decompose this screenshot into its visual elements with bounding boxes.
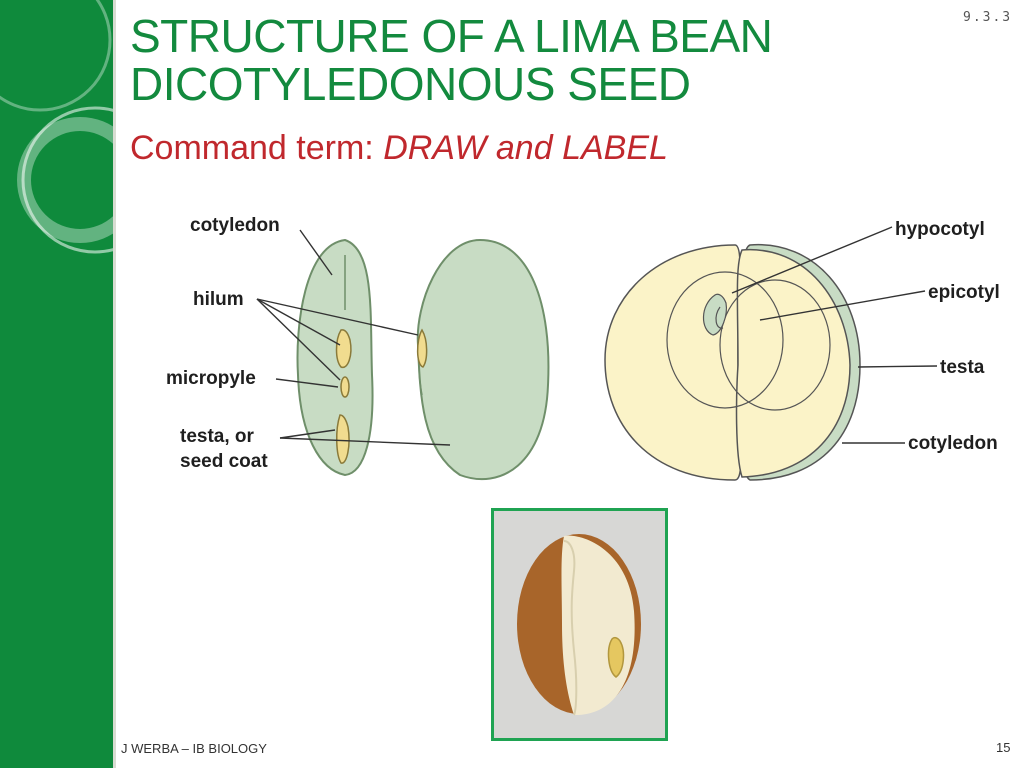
slide-title: STRUCTURE OF A LIMA BEAN DICOTYLEDONOUS …	[130, 10, 773, 110]
label-testa-line2: seed coat	[180, 451, 268, 472]
bean-photo-illustration	[494, 511, 665, 738]
lima-bean-diagram: cotyledon hilum micropyle testa, or seed…	[166, 215, 1000, 481]
label-hypocotyl: hypocotyl	[895, 219, 985, 240]
title-line-2: DICOTYLEDONOUS SEED	[130, 58, 691, 110]
page-number: 15	[996, 740, 1011, 755]
left-seed-half-inner	[296, 238, 374, 477]
label-cotyledon-right: cotyledon	[908, 433, 998, 454]
slide-code: 9.3.3	[963, 10, 1013, 25]
left-leader-lines	[256, 229, 451, 446]
sidebar-decoration	[0, 0, 113, 768]
label-testa-line1: testa, or	[180, 426, 255, 447]
left-seed-half-outer	[416, 238, 550, 480]
lima-bean-photo	[491, 508, 668, 741]
footer-author: J WERBA – IB BIOLOGY	[121, 741, 267, 756]
label-testa-right: testa	[940, 357, 985, 378]
command-term-prefix: Command term:	[130, 129, 384, 167]
label-micropyle: micropyle	[166, 368, 256, 389]
right-seed-opened	[604, 244, 861, 481]
command-term-value: DRAW and LABEL	[383, 129, 668, 167]
title-line-1: STRUCTURE OF A LIMA BEAN	[130, 10, 773, 62]
command-term: Command term: DRAW and LABEL	[130, 128, 668, 168]
label-cotyledon-left: cotyledon	[190, 215, 280, 236]
label-hilum: hilum	[193, 289, 244, 310]
label-epicotyl: epicotyl	[928, 282, 1000, 303]
decorative-circles	[0, 0, 113, 254]
right-leader-lines	[731, 226, 938, 444]
sidebar-divider	[113, 0, 116, 768]
